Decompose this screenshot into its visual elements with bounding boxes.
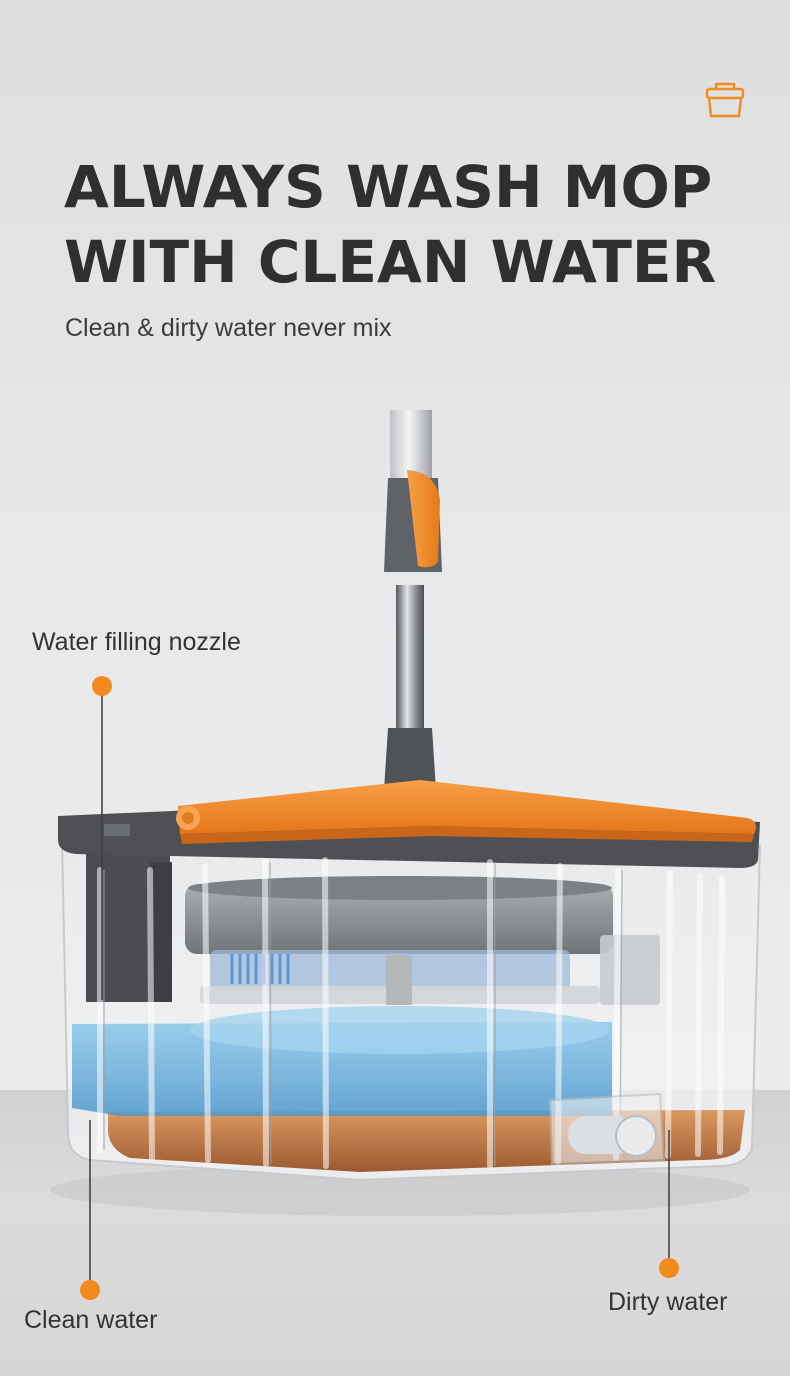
headline: ALWAYS WASH MOP WITH CLEAN WATER (64, 150, 764, 300)
bucket-icon (705, 82, 745, 118)
headline-line-2: WITH CLEAN WATER (64, 228, 717, 296)
callout-water-filling-nozzle: Water filling nozzle (32, 628, 241, 656)
subtitle: Clean & dirty water never mix (65, 314, 392, 342)
headline-line-1: ALWAYS WASH MOP (64, 153, 713, 221)
callout-clean-water: Clean water (24, 1306, 158, 1334)
callout-dirty-water: Dirty water (608, 1288, 728, 1316)
